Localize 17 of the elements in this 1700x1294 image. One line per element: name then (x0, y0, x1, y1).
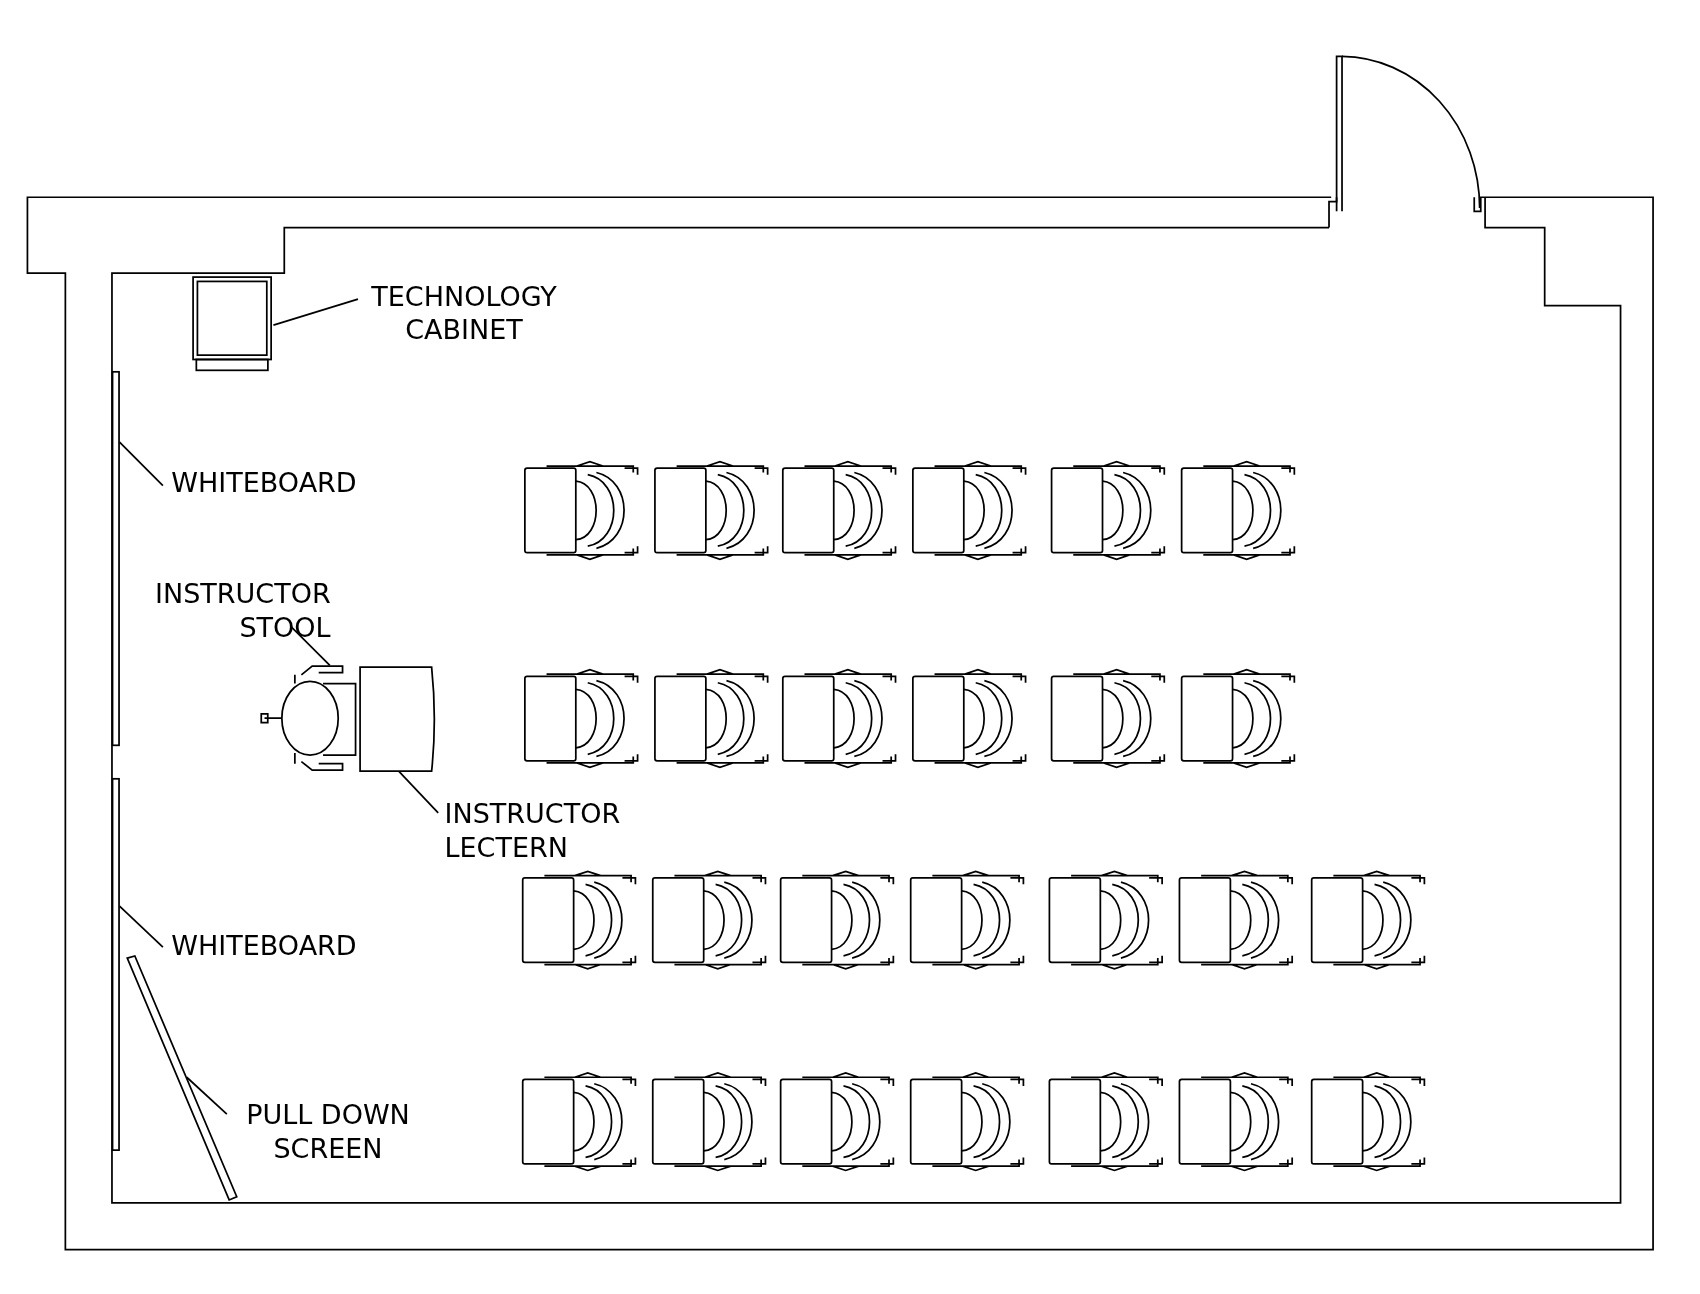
screen-bar (123, 956, 237, 1202)
cabinet-drawing (191, 276, 273, 372)
leader-line (272, 298, 359, 326)
part-label: PULL DOWN SCREEN (227, 1098, 429, 1166)
part-label: TECHNOLOGY CABINET (355, 279, 573, 348)
leader-line (118, 905, 164, 949)
lectern-drawing (358, 665, 438, 772)
whiteboard-bar (111, 778, 120, 1152)
leader-line (398, 770, 440, 814)
part-label: INSTRUCTOR STOOL (124, 576, 331, 645)
part-label: INSTRUCTOR LECTERN (444, 796, 651, 865)
stool-drawing (258, 663, 356, 772)
leader-line (118, 441, 164, 487)
part-label: WHITEBOARD (171, 929, 357, 963)
part-label: WHITEBOARD (171, 466, 357, 500)
whiteboard-bar (111, 370, 120, 746)
leader-line (185, 1076, 228, 1115)
